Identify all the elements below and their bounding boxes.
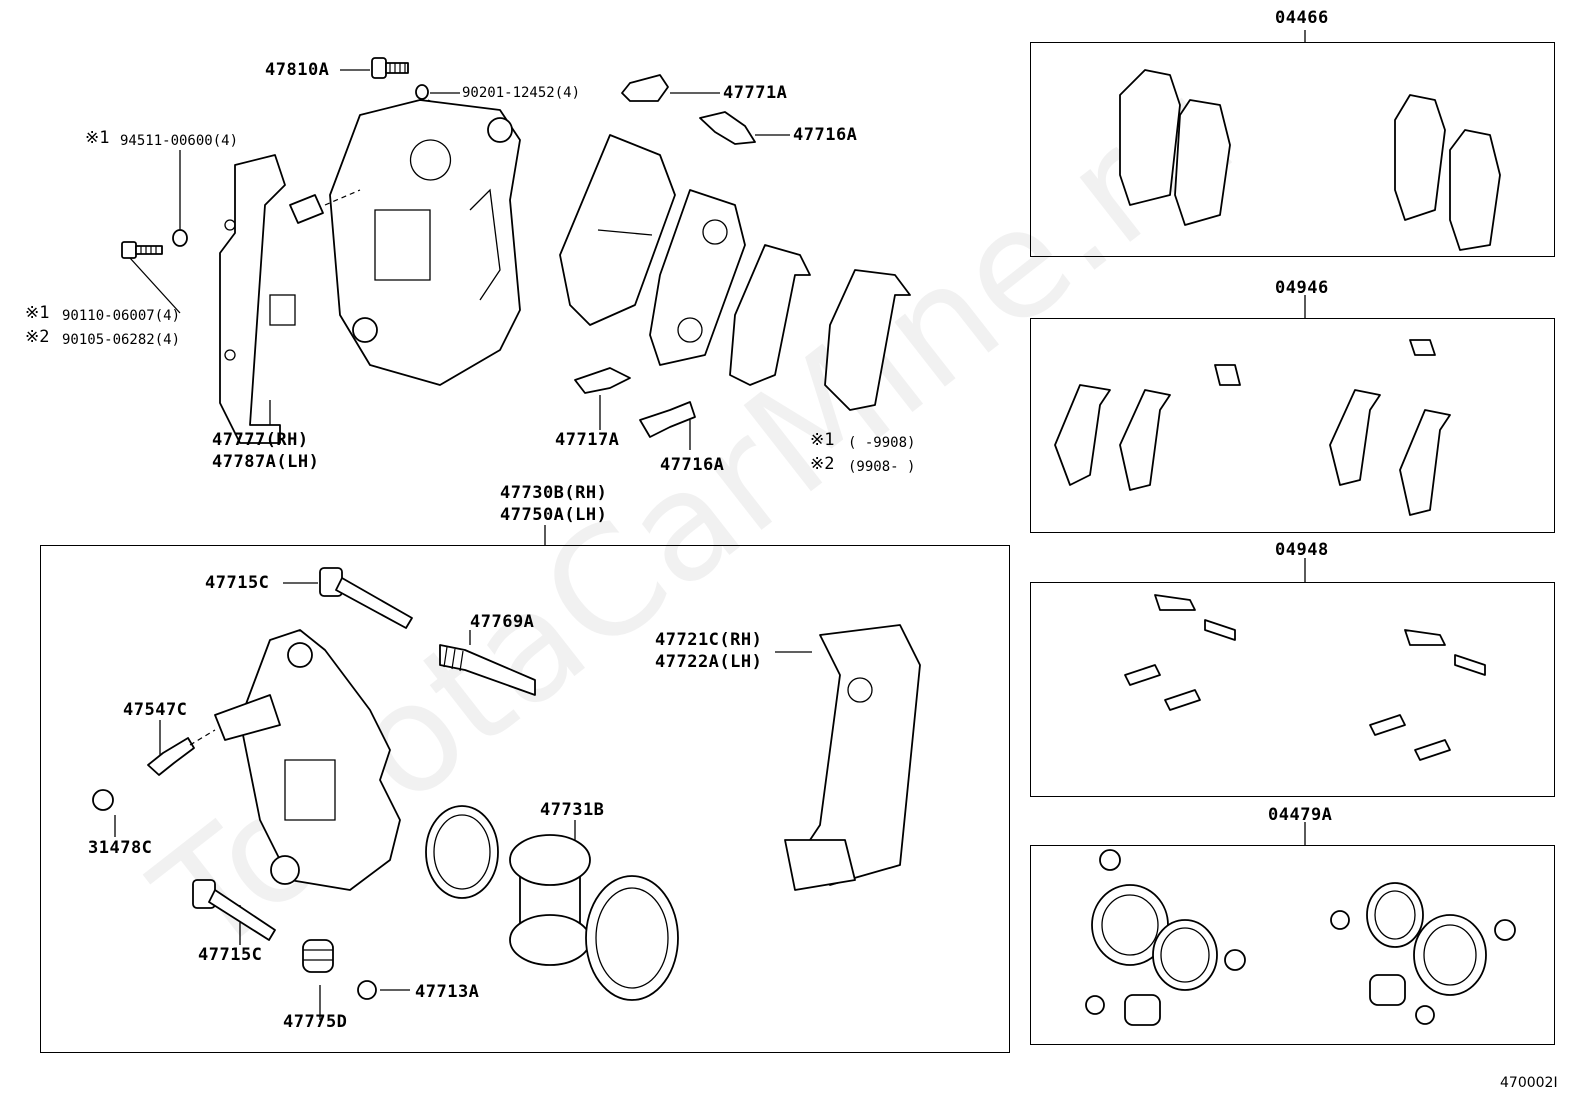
note-range-2: (9908- ) [848, 459, 916, 475]
part-label-47713A[interactable]: 47713A [415, 982, 480, 1002]
guide-pin-top-drawing [319, 567, 413, 629]
pad-shims-drawing [729, 244, 911, 411]
bolt-94511-drawing [172, 229, 188, 247]
note-mark-2: ※2 [25, 327, 50, 347]
piston-seal-drawing [425, 805, 499, 899]
piston-47731B-drawing [509, 834, 591, 966]
note-mark-1: ※1 [85, 128, 110, 148]
clip-47717A-drawing [574, 367, 631, 394]
kit-label-04466[interactable]: 04466 [1275, 8, 1329, 28]
shield-drawing [219, 154, 296, 444]
part-label-47769A[interactable]: 47769A [470, 612, 535, 632]
kit-label-04479A[interactable]: 04479A [1268, 805, 1333, 825]
part-label-31478C[interactable]: 31478C [88, 838, 153, 858]
part-label-47547C[interactable]: 47547C [123, 700, 188, 720]
kit-04479A-seals-drawing [1085, 849, 1516, 1026]
part-label-47721C-rh[interactable]: 47721C(RH) [655, 630, 763, 650]
kit-04946-shims-drawing [1054, 339, 1451, 516]
part-label-47775D[interactable]: 47775D [283, 1012, 348, 1032]
part-label-47750A-lh[interactable]: 47750A(LH) [500, 505, 608, 525]
kit-04466-pads-drawing [1119, 69, 1501, 251]
figure-reference: 470002I [1500, 1075, 1558, 1091]
clip-47716A-bottom-drawing [639, 401, 696, 438]
guide-pin-bottom-drawing [192, 879, 276, 941]
part-label-90201-12452[interactable]: 90201-12452(4) [462, 85, 581, 101]
bolt-90110-drawing [121, 241, 163, 259]
dust-boot-drawing [585, 875, 679, 1001]
part-label-47717A[interactable]: 47717A [555, 430, 620, 450]
plug-47713A-drawing [357, 980, 377, 1000]
part-label-47716A-bottom[interactable]: 47716A [660, 455, 725, 475]
part-label-47715C-top[interactable]: 47715C [205, 573, 270, 593]
part-label-47787A-lh[interactable]: 47787A(LH) [212, 452, 320, 472]
bleeder-47547C-drawing [147, 729, 216, 776]
kit-box-04948 [1030, 582, 1555, 797]
kit-label-04946[interactable]: 04946 [1275, 278, 1329, 298]
note-range-1: ( -9908) [848, 435, 916, 451]
mounting-bracket-drawing [784, 624, 921, 891]
part-label-47716A-top[interactable]: 47716A [793, 125, 858, 145]
caliper-assembly-drawing [289, 99, 521, 386]
part-label-47777-rh[interactable]: 47777(RH) [212, 430, 309, 450]
part-label-47731B[interactable]: 47731B [540, 800, 605, 820]
kit-04948-clips-drawing [1124, 594, 1486, 761]
bolt-47810A-drawing [371, 57, 409, 79]
pin-boot-47769A-drawing [439, 644, 536, 696]
boot-47775D-drawing [302, 939, 334, 973]
kit-box-04466 [1030, 42, 1555, 257]
bleeder-cap-31478C-drawing [92, 789, 114, 811]
brake-pads-drawing [559, 134, 746, 366]
part-label-47722A-lh[interactable]: 47722A(LH) [655, 652, 763, 672]
clip-47771A-drawing [621, 74, 669, 102]
part-label-94511-00600[interactable]: 94511-00600(4) [120, 133, 239, 149]
note-mark-2: ※2 [810, 454, 835, 474]
washer-drawing [415, 84, 429, 100]
note-mark-1: ※1 [25, 303, 50, 323]
clip-47716A-top-drawing [699, 111, 756, 145]
kit-box-04946 [1030, 318, 1555, 533]
caliper-box [40, 545, 1010, 1053]
kit-label-04948[interactable]: 04948 [1275, 540, 1329, 560]
note-mark-1: ※1 [810, 430, 835, 450]
part-label-90105-06282[interactable]: 90105-06282(4) [62, 332, 181, 348]
caliper-body-drawing [214, 629, 401, 891]
part-label-47810A[interactable]: 47810A [265, 60, 330, 80]
part-label-90110-06007[interactable]: 90110-06007(4) [62, 308, 181, 324]
part-label-47730B-rh[interactable]: 47730B(RH) [500, 483, 608, 503]
part-label-47715C-bottom[interactable]: 47715C [198, 945, 263, 965]
part-label-47771A[interactable]: 47771A [723, 83, 788, 103]
kit-box-04479A [1030, 845, 1555, 1045]
